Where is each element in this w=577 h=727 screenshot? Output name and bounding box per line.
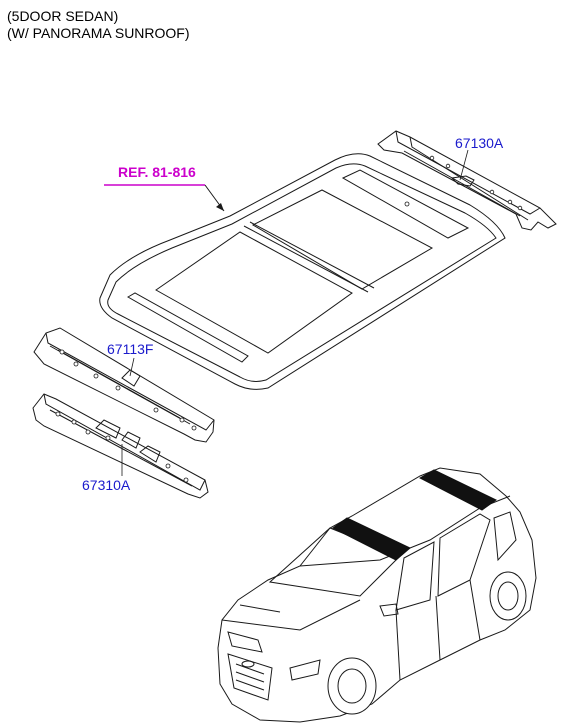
diagram-caption: (5DOOR SEDAN) (W/ PANORAMA SUNROOF) [7, 8, 190, 42]
part-number-67130a: 67130A [455, 135, 504, 151]
part-number-67310a: 67310A [82, 477, 131, 493]
roof-panel [99, 153, 506, 390]
caption-line-2: (W/ PANORAMA SUNROOF) [7, 25, 190, 41]
part-number-67113f: 67113F [107, 341, 153, 357]
front-rail-lower-67310a: 67310A [32, 393, 209, 499]
front-rail-highlight [332, 517, 411, 561]
rear-rail-highlight [418, 469, 497, 511]
caption-line-1: (5DOOR SEDAN) [7, 8, 119, 24]
roof-ref-label: REF. 81-816 [118, 164, 196, 180]
roof-reference: REF. 81-816 [104, 164, 225, 212]
front-rail-upper-67113f: 67113F [33, 327, 215, 443]
rear-rail-67130a: 67130A [377, 130, 557, 231]
vehicle-locator [217, 467, 537, 723]
